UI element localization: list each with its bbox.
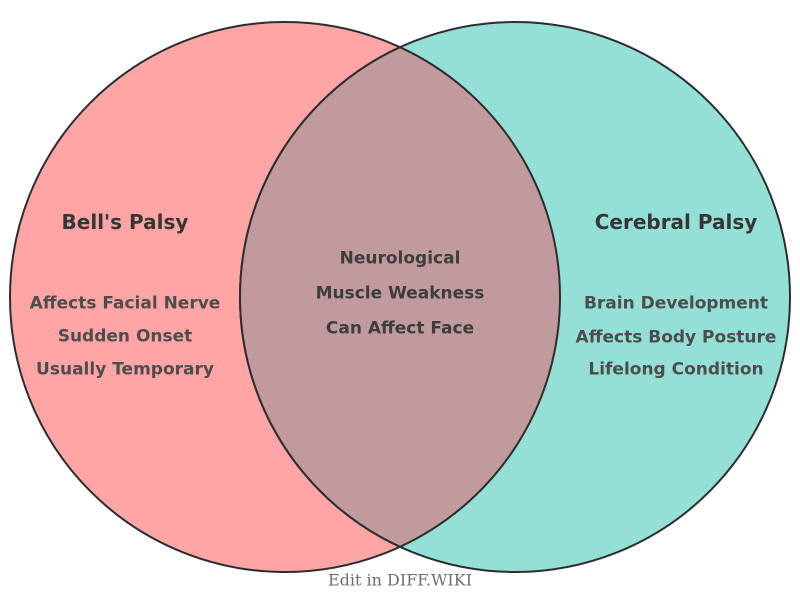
overlap-lens-region <box>239 46 561 548</box>
overlap-item-can-affect-face: Can Affect Face <box>325 318 475 339</box>
left-item-affects-facial-nerve: Affects Facial Nerve <box>29 293 221 314</box>
overlap-item-neurological: Neurological <box>339 248 461 269</box>
left-circle-title: Bell's Palsy <box>61 210 189 234</box>
right-circle-title: Cerebral Palsy <box>594 210 758 234</box>
left-item-sudden-onset: Sudden Onset <box>57 326 193 347</box>
right-item-brain-development: Brain Development <box>583 293 769 314</box>
right-item-affects-body-posture: Affects Body Posture <box>575 327 777 348</box>
overlap-item-muscle-weakness: Muscle Weakness <box>315 283 485 304</box>
right-item-lifelong-condition: Lifelong Condition <box>588 359 764 380</box>
edit-in-diffwiki-link[interactable]: Edit in DIFF.WIKI <box>327 570 473 590</box>
left-item-usually-temporary: Usually Temporary <box>36 359 214 380</box>
